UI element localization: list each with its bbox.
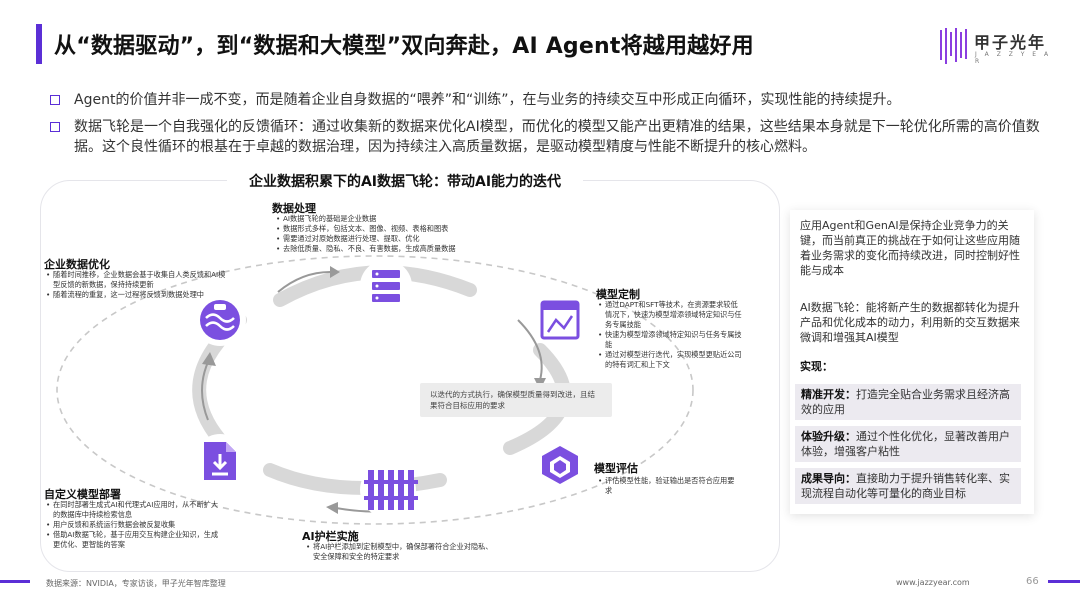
list-item: 数据形式多样，包括文本、图像、视频、表格和图表 [276, 224, 506, 234]
brand-logo: 甲子光年 J A Z Z Y E A R [938, 26, 1058, 68]
list-item: 需要通过对原始数据进行处理、提取、优化 [276, 234, 506, 244]
node-title-model-custom: 模型定制 [596, 288, 640, 301]
server-icon [360, 260, 412, 312]
list-item: 通过对模型进行迭代，实现模型更贴近公司的特有词汇和上下文 [598, 350, 744, 370]
highlight-label: 体验升级： [801, 430, 856, 443]
bullet-square-icon [50, 122, 60, 132]
list-item: AI数据飞轮的基础是企业数据 [276, 214, 506, 224]
highlight-precise-dev: 精准开发：打造完全贴合业务需求且经济高效的应用 [795, 384, 1021, 420]
list-item: 随着流程的重复，这一过程将反馈到数据处理中 [46, 290, 232, 300]
node-list-guardrail: 将AI护栏添加到定制模型中，确保部署符合企业对隐私、安全保障和安全的特定要求 [306, 542, 496, 562]
node-list-optimize: 随着时间推移，企业数据会基于收集自人类反馈和AI模型反馈的新数据，保持持续更新 … [46, 270, 232, 300]
highlight-label: 精准开发： [801, 388, 856, 401]
highlight-label: 成果导向： [801, 472, 856, 485]
center-note: 以迭代的方式执行，确保模型质量得到改进，且结果符合目标应用的要求 [420, 383, 612, 417]
node-title-guardrail: AI护栏实施 [302, 530, 359, 543]
title-accent-bar [36, 24, 42, 64]
list-item: 随着时间推移，企业数据会基于收集自人类反馈和AI模型反馈的新数据，保持持续更新 [46, 270, 232, 290]
node-list-deploy: 在同时部署生成式AI和代理式AI应用时，从不断扩大的数据库中持续检索信息 用户反… [46, 500, 222, 550]
page-title: 从“数据驱动”，到“数据和大模型”双向奔赴，AI Agent将越用越好用 [54, 34, 754, 59]
footer-accent-right [1048, 580, 1080, 583]
website-link[interactable]: www.jazzyear.com [896, 578, 970, 587]
page-number: 66 [1026, 576, 1039, 587]
bullet-text: 数据飞轮是一个自我强化的反馈循环：通过收集新的数据来优化AI模型，而优化的模型又… [74, 119, 1040, 155]
guardrail-fence-icon [360, 462, 418, 518]
list-item: 去除低质量、隐私、不良、有害数据，生成高质量数据 [276, 244, 506, 254]
list-item: 快速为模型增添领域特定知识与任务专属技能 [598, 330, 744, 350]
arrow-left [201, 361, 209, 421]
list-item: 借助AI数据飞轮，基于应用交互构建企业知识，生成更优化、更智能的答案 [46, 530, 222, 550]
side-panel: 应用Agent和GenAI是保持企业竞争力的关键，而当前真正的挑战在于如何让这些… [790, 210, 1034, 514]
flywheel-diagram [56, 255, 694, 525]
side-paragraph-1: 应用Agent和GenAI是保持企业竞争力的关键，而当前真正的挑战在于如何让这些… [800, 219, 1020, 277]
arrow-head [330, 266, 340, 278]
node-title-data-processing: 数据处理 [272, 202, 316, 215]
arrow-top-left [277, 271, 331, 293]
node-title-optimize: 企业数据优化 [44, 258, 110, 271]
list-item: 通过DAPT和SFT等技术，在资源要求较低情况下，快速为模型增添领域特定知识与任… [598, 300, 744, 330]
node-list-data-processing: AI数据飞轮的基础是企业数据 数据形式多样，包括文本、图像、视频、表格和图表 需… [276, 214, 506, 254]
arrow-head [202, 352, 216, 366]
highlight-experience: 体验升级：通过个性化优化，显著改善用户体验，增强客户粘性 [795, 426, 1021, 462]
side-heading: 实现： [800, 360, 833, 373]
footer-accent-left [0, 580, 30, 583]
list-item: 评估模型性能，验证输出是否符合应用要求 [598, 476, 738, 496]
data-optimize-icon [194, 294, 246, 346]
diagram-title: 企业数据积累下的AI数据飞轮：带动AI能力的迭代 [227, 170, 583, 194]
logo-name: 甲子光年 [974, 33, 1047, 52]
arrow-right [517, 319, 543, 381]
bullet-text: Agent的价值并非一成不变，而是随着企业自身数据的“喂养”和“训练”，在与业务… [74, 92, 901, 108]
highlight-text: 通过个性化优化，显著改善用户体验，增强客户粘性 [801, 430, 1010, 458]
chart-tune-icon [534, 294, 586, 346]
highlight-results: 成果导向：直接助力于提升销售转化率、实现流程自动化等可量化的商业目标 [795, 468, 1021, 504]
data-source: 数据来源：NVIDIA，专家访谈，甲子光年智库整理 [46, 579, 226, 588]
list-item: 在同时部署生成式AI和代理式AI应用时，从不断扩大的数据库中持续检索信息 [46, 500, 222, 520]
node-title-deploy: 自定义模型部署 [44, 488, 121, 501]
outer-dashed-ring [56, 255, 694, 525]
list-item: 用户反馈和系统运行数据会被反复收集 [46, 520, 222, 530]
download-deploy-icon [194, 434, 246, 486]
logo-mark-icon [940, 28, 967, 64]
highlight-text: 打造完全贴合业务需求且经济高效的应用 [801, 388, 1010, 416]
highlight-text: 直接助力于提升销售转化率、实现流程自动化等可量化的商业目标 [801, 472, 1010, 500]
list-item: 将AI护栏添加到定制模型中，确保部署符合企业对隐私、安全保障和安全的特定要求 [306, 542, 496, 562]
node-list-model-eval: 评估模型性能，验证输出是否符合应用要求 [598, 476, 738, 496]
arrow-head [326, 502, 338, 514]
logo-subtitle: J A Z Z Y E A R [975, 51, 1052, 65]
side-paragraph-2: AI数据飞轮：能将新产生的数据都转化为提升产品和优化成本的动力，利用新的交互数据… [800, 301, 1020, 344]
cube-eval-icon [534, 438, 586, 490]
node-title-model-eval: 模型评估 [594, 462, 638, 475]
node-list-model-custom: 通过DAPT和SFT等技术，在资源要求较低情况下，快速为模型增添领域特定知识与任… [598, 300, 744, 370]
bullet-square-icon [50, 95, 60, 105]
